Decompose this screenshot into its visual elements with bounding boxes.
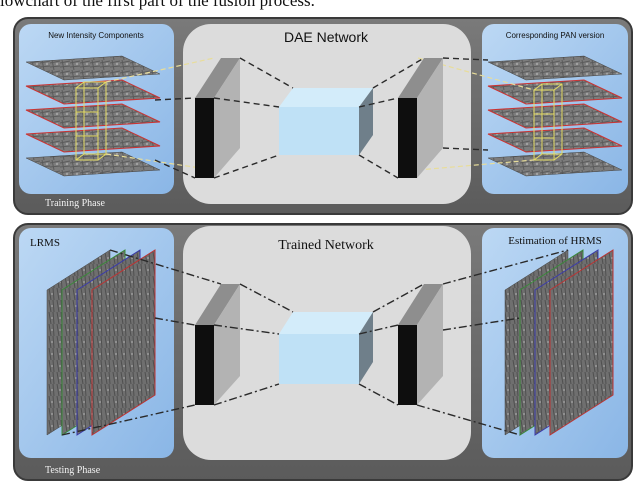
testing-encoder-layer	[195, 284, 240, 405]
hrms-band-stack	[504, 249, 614, 436]
figure-caption: lowchart of the first part of the fusion…	[0, 0, 315, 10]
training-code-block	[279, 88, 373, 155]
testing-right-label: Estimation of HRMS	[508, 235, 602, 247]
testing-code-block	[279, 312, 373, 384]
training-panel: DAE Network New Intensity Components Cor…	[13, 17, 633, 215]
testing-network-title: Trained Network	[278, 238, 374, 253]
training-input-stack	[25, 55, 161, 177]
training-left-label: New Intensity Components	[48, 31, 144, 40]
lrms-band-stack	[46, 249, 156, 436]
testing-panel: Trained Network LRMS Estimation of HRMS …	[13, 223, 633, 481]
training-encoder-layer	[195, 58, 240, 178]
training-right-label: Corresponding PAN version	[506, 31, 605, 40]
testing-decoder-layer	[398, 284, 443, 405]
testing-left-label: LRMS	[30, 237, 60, 249]
training-network-title: DAE Network	[284, 29, 369, 45]
testing-phase-label: Testing Phase	[45, 465, 101, 476]
training-phase-label: Training Phase	[45, 198, 105, 209]
training-decoder-layer	[398, 58, 443, 178]
